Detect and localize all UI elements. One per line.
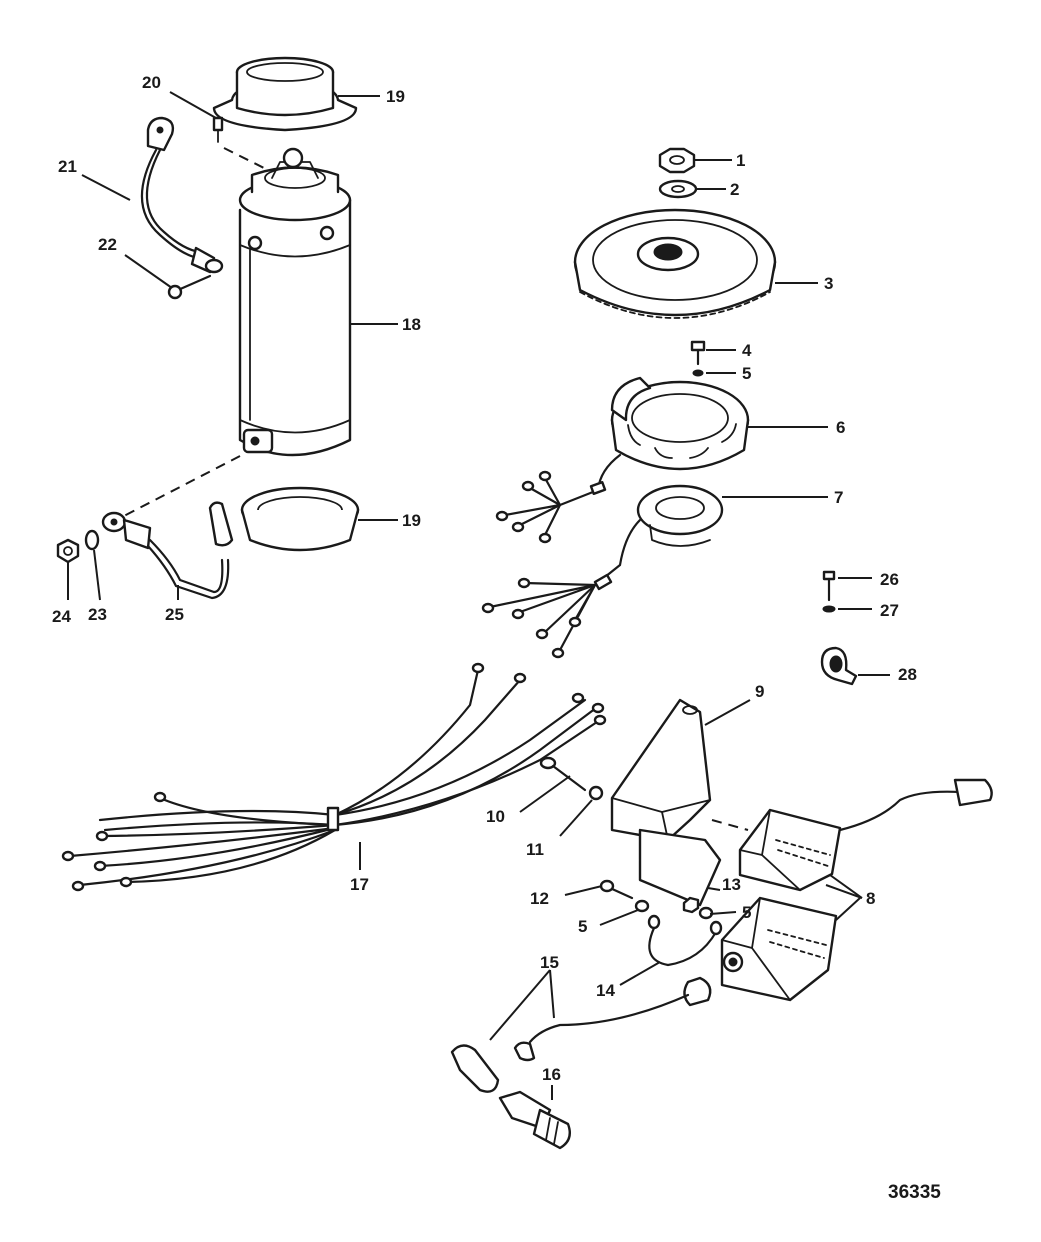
assembly-line-bottom — [119, 455, 241, 519]
callout-8: 8 — [866, 889, 875, 908]
callout-16: 16 — [542, 1065, 561, 1084]
stator-screw — [690, 340, 706, 366]
stator-wire-harness — [495, 453, 622, 544]
callout-24: 24 — [52, 607, 71, 626]
bracket-bolt — [539, 756, 587, 792]
callout-25: 25 — [165, 605, 184, 624]
coil-nut — [682, 896, 700, 914]
callout-7: 7 — [834, 488, 843, 507]
callout-12: 12 — [530, 889, 549, 908]
starter-small-screw — [212, 116, 224, 143]
flywheel — [573, 208, 777, 319]
starter-top-bushing — [212, 56, 358, 132]
flywheel-washer — [658, 179, 698, 199]
ground-wire — [647, 914, 723, 967]
callout-15: 15 — [540, 953, 559, 972]
leader-lines — [67, 91, 890, 1100]
cable-clamp — [820, 646, 858, 686]
figure-number: 36335 — [888, 1182, 941, 1203]
starter-nut — [56, 538, 80, 564]
stator-washer — [692, 369, 704, 377]
callout-9: 9 — [755, 682, 764, 701]
clamp-washer — [822, 605, 836, 613]
callout-4: 4 — [742, 341, 752, 360]
callout-3: 3 — [824, 274, 833, 293]
callout-1: 1 — [736, 151, 745, 170]
coil-bolt — [599, 879, 634, 900]
callout-19-top: 19 — [386, 87, 405, 106]
callout-20: 20 — [142, 73, 161, 92]
spark-plug — [498, 1090, 571, 1150]
spark-plug-lead — [450, 976, 712, 1093]
callout-27: 27 — [880, 601, 899, 620]
bracket-washer — [588, 785, 604, 801]
callout-5-left: 5 — [578, 917, 587, 936]
callout-5-stator: 5 — [742, 364, 751, 383]
starter-cable-bolt — [167, 274, 212, 300]
callout-26: 26 — [880, 570, 899, 589]
callout-23: 23 — [88, 605, 107, 624]
starter-motor — [238, 147, 352, 457]
mounting-bracket — [610, 698, 749, 907]
clamp-screw — [822, 570, 836, 602]
callout-11: 11 — [526, 840, 544, 859]
callout-19-bottom: 19 — [402, 511, 421, 530]
starter-lock-washer — [84, 529, 100, 551]
callout-28: 28 — [898, 665, 917, 684]
ignition-coil-lower — [720, 896, 838, 1002]
callout-13: 13 — [722, 875, 741, 894]
callout-10: 10 — [486, 807, 505, 826]
callout-18: 18 — [402, 315, 421, 334]
callout-14: 14 — [596, 981, 615, 1000]
starter-cable-lower — [101, 501, 234, 600]
engine-wiring-harness — [61, 662, 607, 892]
callout-2: 2 — [730, 180, 739, 199]
callout-6: 6 — [836, 418, 845, 437]
starter-cable-upper — [140, 116, 224, 274]
trigger-wire-harness — [481, 518, 642, 659]
flywheel-nut — [658, 147, 696, 174]
callout-21: 21 — [58, 157, 77, 176]
stator — [610, 376, 750, 471]
callout-17: 17 — [350, 875, 369, 894]
coil-washer-left — [634, 899, 650, 913]
starter-bottom-bushing — [240, 486, 360, 552]
trigger-coil — [636, 484, 724, 547]
ignition-coil-upper — [738, 778, 993, 892]
assembly-line-top — [223, 147, 269, 171]
callout-22: 22 — [98, 235, 117, 254]
callout-5-right: 5 — [742, 903, 751, 922]
